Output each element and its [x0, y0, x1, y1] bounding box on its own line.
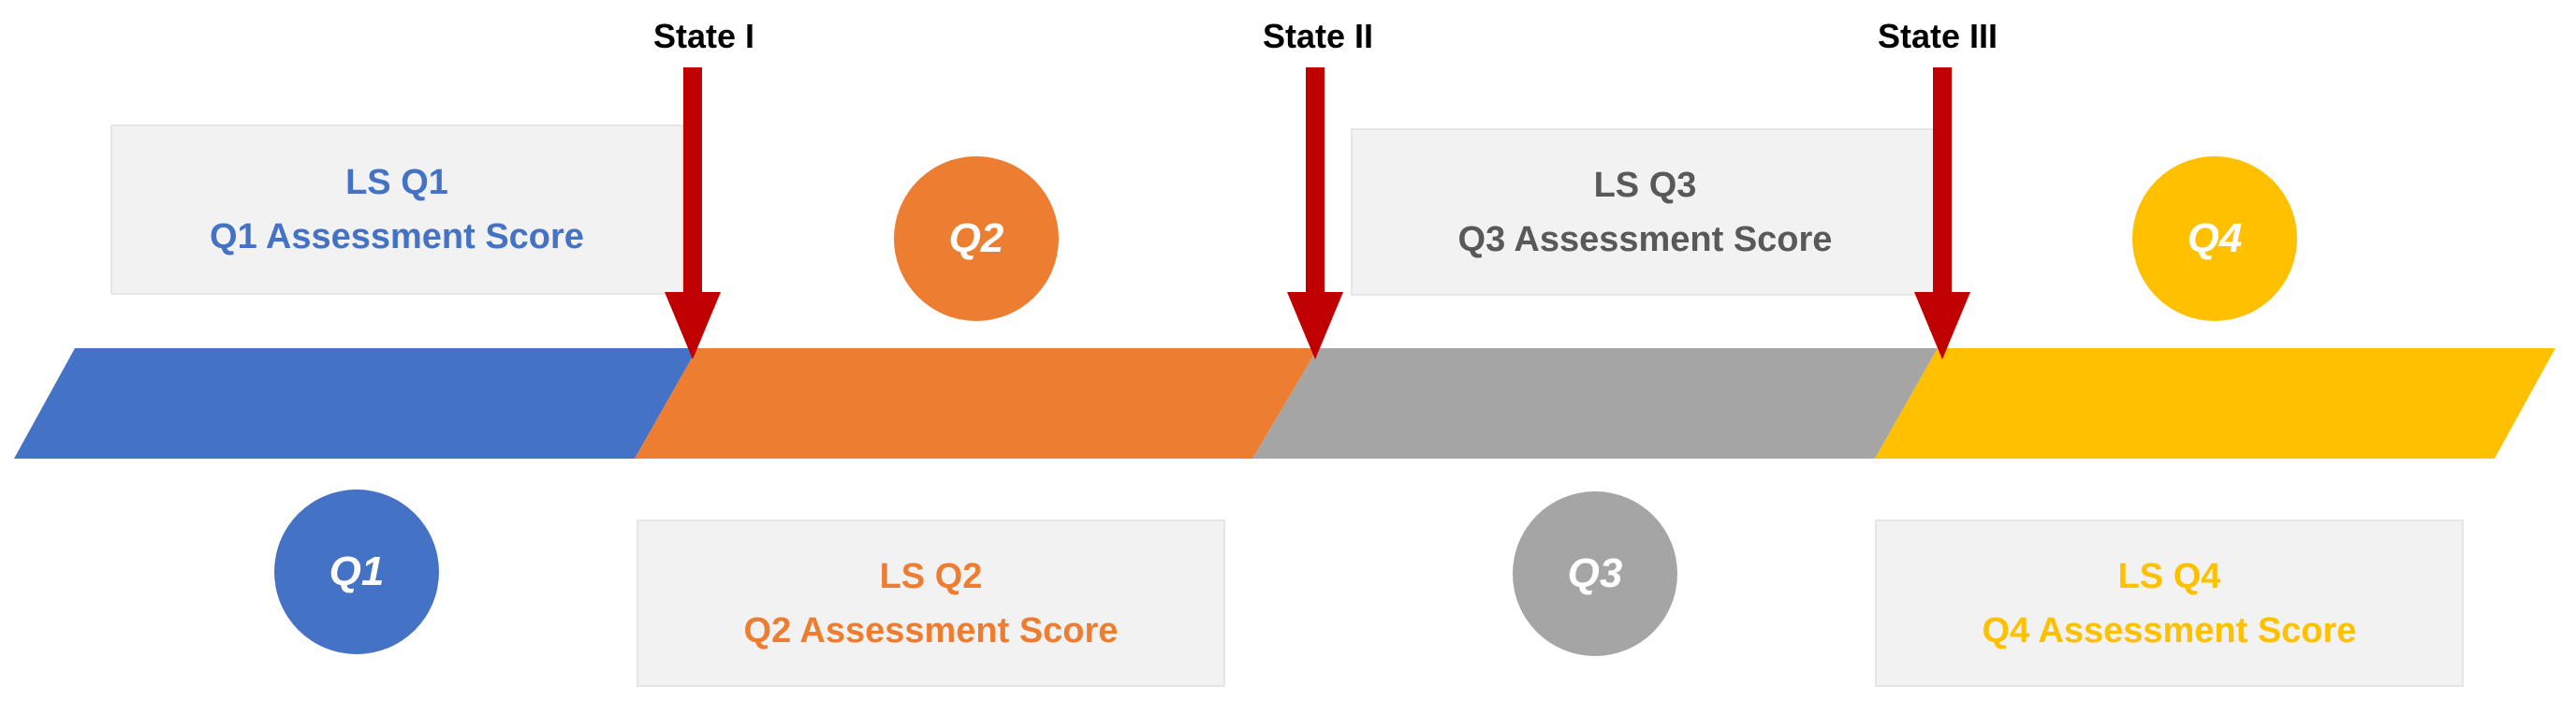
state-3-label: State III [1877, 17, 1998, 55]
q1-label-box: LS Q1 Q1 Assessment Score [110, 124, 683, 295]
state-1-arrow-icon [665, 67, 721, 359]
q3-label-box: LS Q3 Q3 Assessment Score [1351, 128, 1939, 296]
q1-circle: Q1 [274, 490, 439, 654]
q2-label-box: LS Q2 Q2 Assessment Score [637, 519, 1225, 687]
q2-circle: Q2 [894, 156, 1059, 321]
q2-box-subtitle: Q2 Assessment Score [743, 610, 1119, 650]
q3-box-subtitle: Q3 Assessment Score [1457, 219, 1833, 259]
q4-circle: Q4 [2132, 156, 2297, 321]
q4-label-box: LS Q4 Q4 Assessment Score [1875, 519, 2464, 687]
q3-box-title: LS Q3 [1593, 165, 1697, 205]
q1-box-subtitle: Q1 Assessment Score [210, 217, 584, 256]
q3-band [1252, 348, 1938, 459]
state-2-arrow-icon [1287, 67, 1343, 359]
state-1-label: State I [652, 17, 755, 55]
q1-band [14, 348, 697, 459]
q2-box-title: LS Q2 [879, 556, 983, 596]
q2-band [635, 348, 1318, 459]
q4-box-title: LS Q4 [2117, 556, 2221, 596]
q4-box-subtitle: Q4 Assessment Score [1982, 610, 2357, 650]
q1-box-title: LS Q1 [345, 163, 448, 202]
state-3-arrow-icon [1914, 67, 1970, 359]
state-2-label: State II [1262, 17, 1374, 55]
q3-circle: Q3 [1513, 491, 1677, 656]
q4-band [1875, 348, 2555, 459]
